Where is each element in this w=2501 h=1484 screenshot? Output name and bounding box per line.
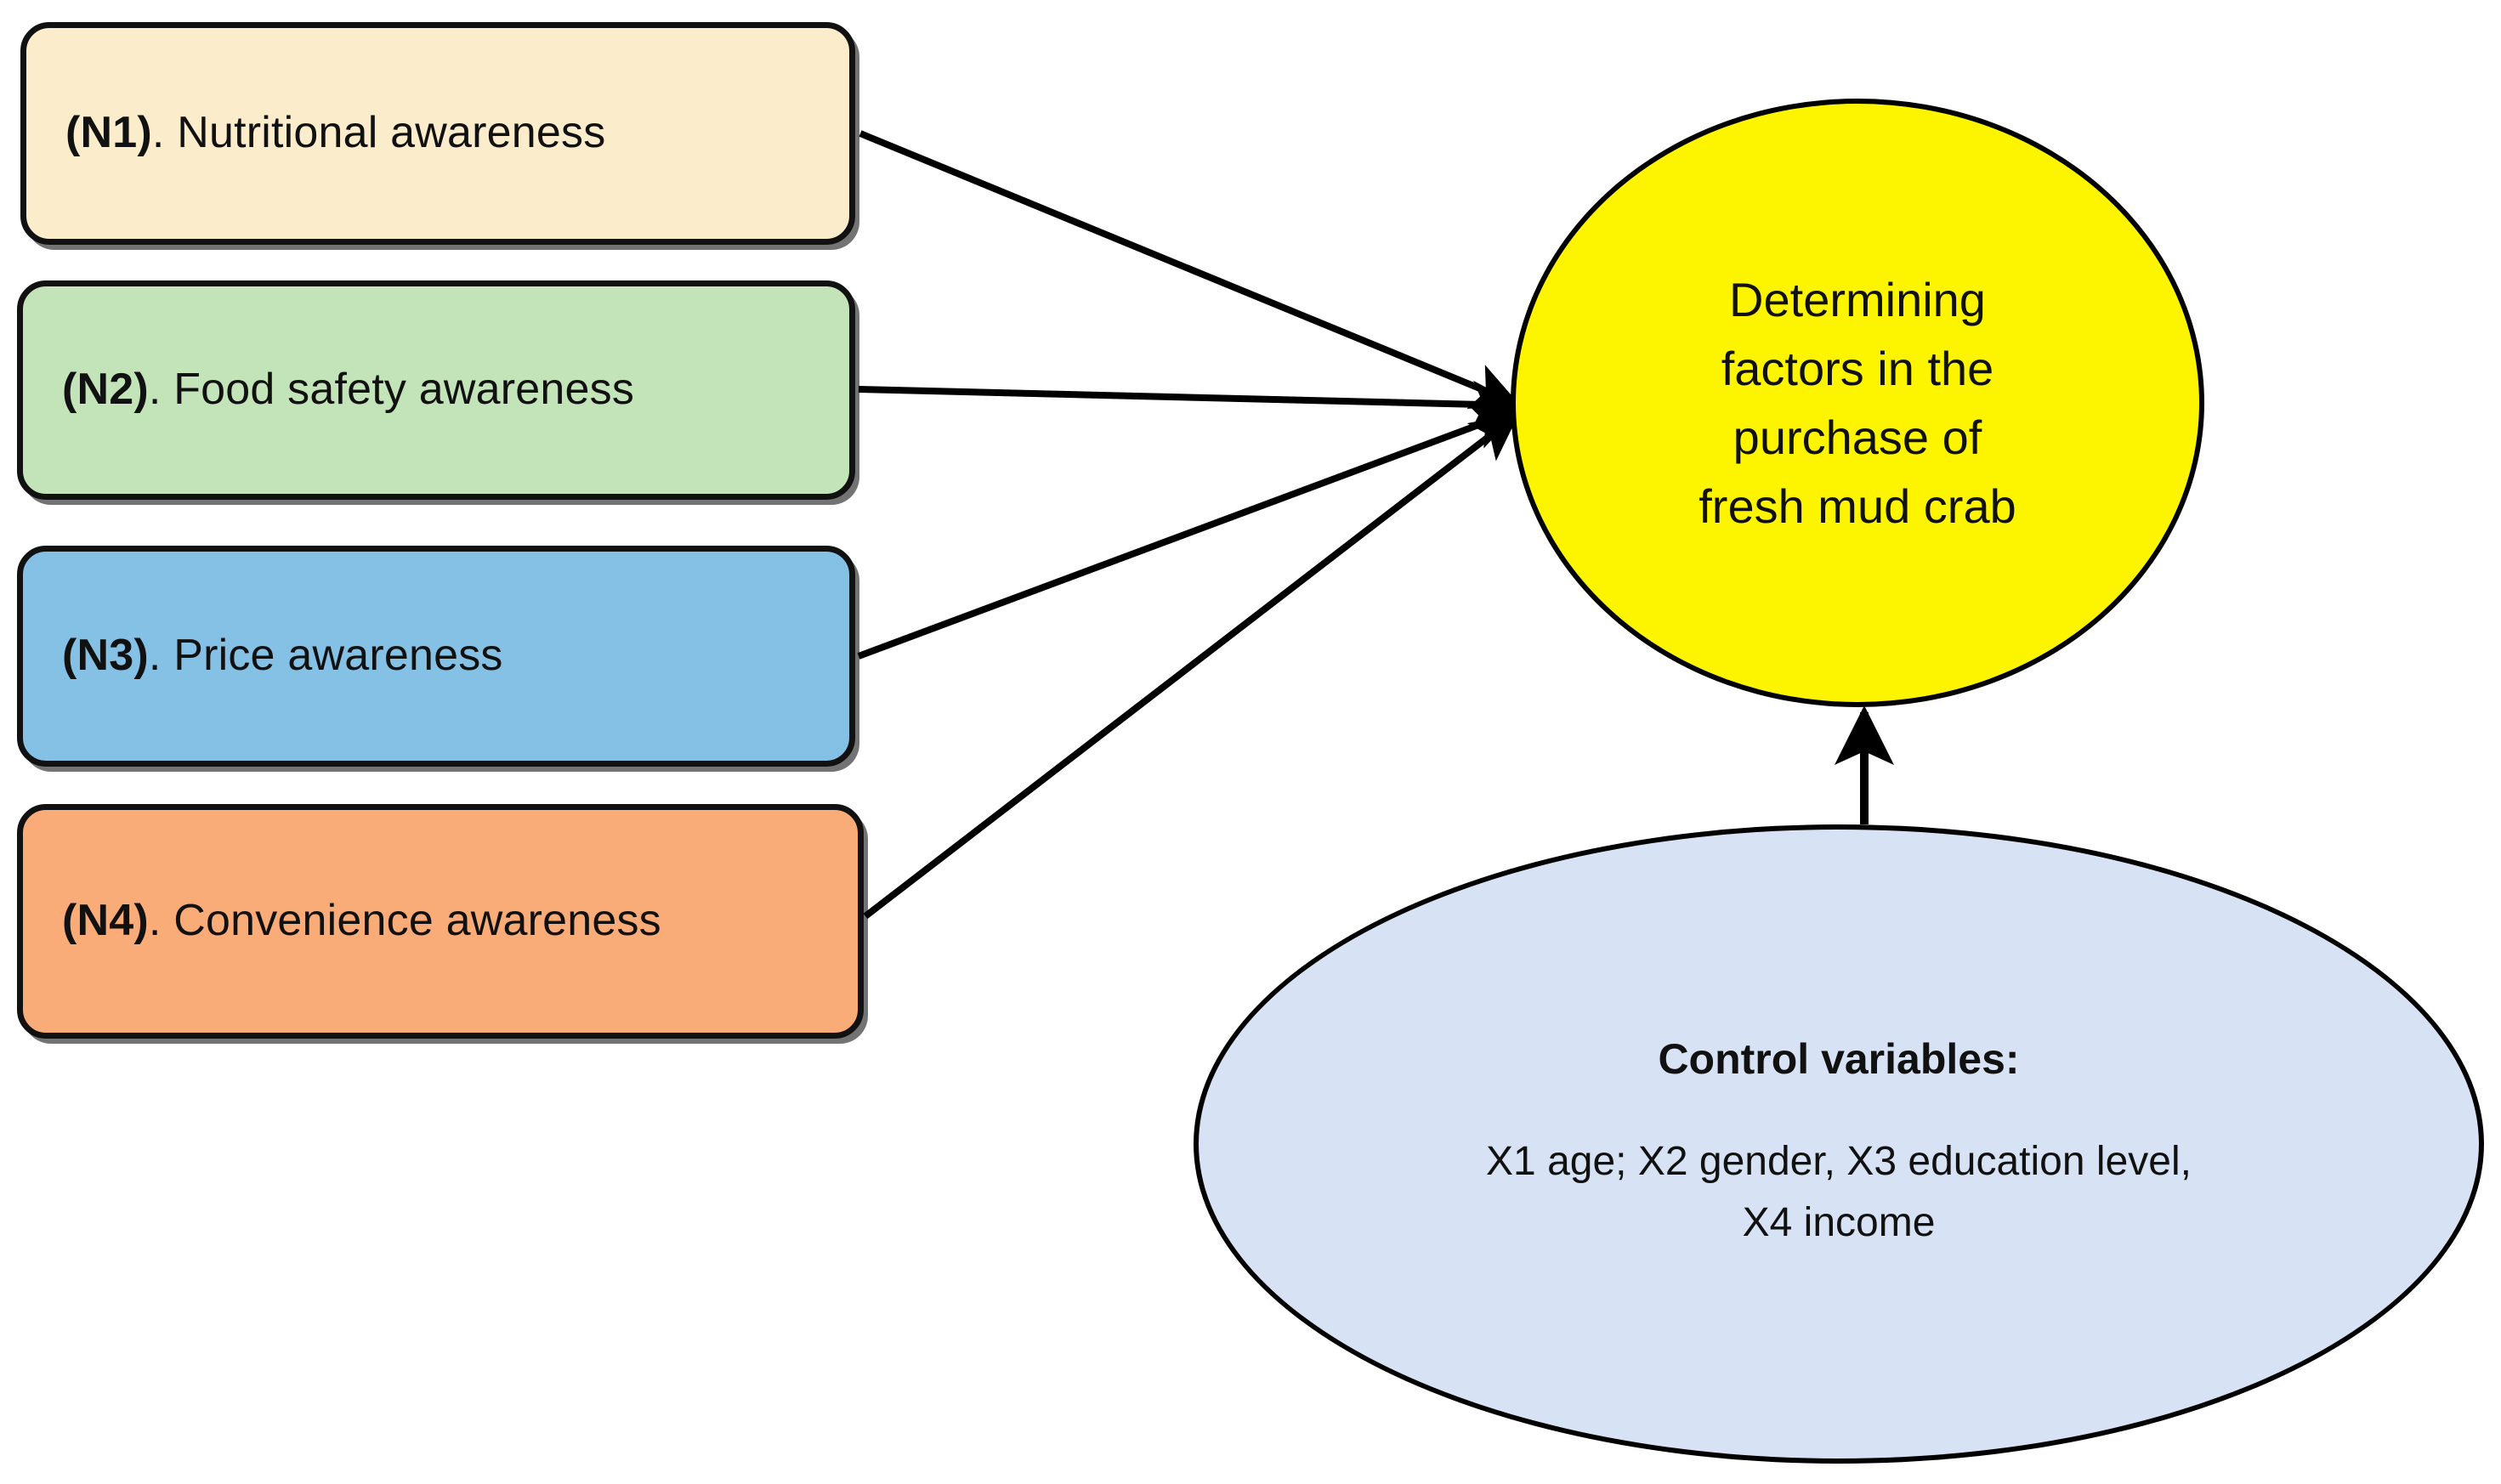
arrow-n3-to-outcome [857, 404, 1520, 660]
factor-code-n4: (N4) [62, 896, 149, 946]
factor-separator-n4: . [148, 896, 174, 946]
factor-box-n4[interactable]: (N4). Convenience awareness [17, 804, 864, 1039]
factor-label-n4: (N4). Convenience awareness [62, 896, 661, 947]
control-variables-line-2: X4 income [1742, 1200, 1936, 1245]
factor-label-n1: (N1). Nutritional awareness [65, 108, 605, 159]
factor-box-n2[interactable]: (N2). Food safety awareness [17, 280, 855, 500]
factor-label-n3: (N3). Price awareness [62, 631, 503, 682]
factor-name-n2: Food safety awareness [173, 365, 635, 415]
factor-code-n1: (N1) [65, 108, 152, 158]
control-variables-heading: Control variables: [1658, 1035, 2020, 1083]
arrow-n1-to-outcome [859, 130, 1520, 410]
outcome-line-2: factors in the [1721, 341, 1994, 395]
outcome-line-4: fresh mud crab [1699, 479, 2016, 534]
outcome-line-1: Determining [1729, 272, 1986, 326]
outcome-node[interactable]: Determining factors in the purchase of f… [1511, 99, 2204, 707]
factor-name-n1: Nutritional awareness [177, 108, 606, 158]
outcome-line-3: purchase of [1733, 411, 1982, 464]
factor-box-n3[interactable]: (N3). Price awareness [17, 546, 855, 767]
factor-separator-n3: . [148, 631, 174, 681]
control-variables-node[interactable]: Control variables: X1 age; X2 gender, X3… [1194, 824, 2484, 1464]
arrow-n2-to-outcome [858, 380, 1521, 428]
factor-label-n2: (N2). Food safety awareness [62, 365, 634, 416]
factor-box-n1[interactable]: (N1). Nutritional awareness [20, 22, 855, 245]
factor-code-n2: (N2) [62, 365, 149, 415]
factor-separator-n2: . [148, 365, 174, 415]
factor-separator-n1: . [151, 108, 178, 158]
factor-name-n3: Price awareness [173, 631, 503, 681]
factor-code-n3: (N3) [62, 631, 149, 681]
arrow-n4-to-outcome [863, 413, 1520, 920]
factor-name-n4: Convenience awareness [173, 896, 661, 946]
control-variables-line-1: X1 age; X2 gender, X3 education level, [1486, 1139, 2192, 1184]
